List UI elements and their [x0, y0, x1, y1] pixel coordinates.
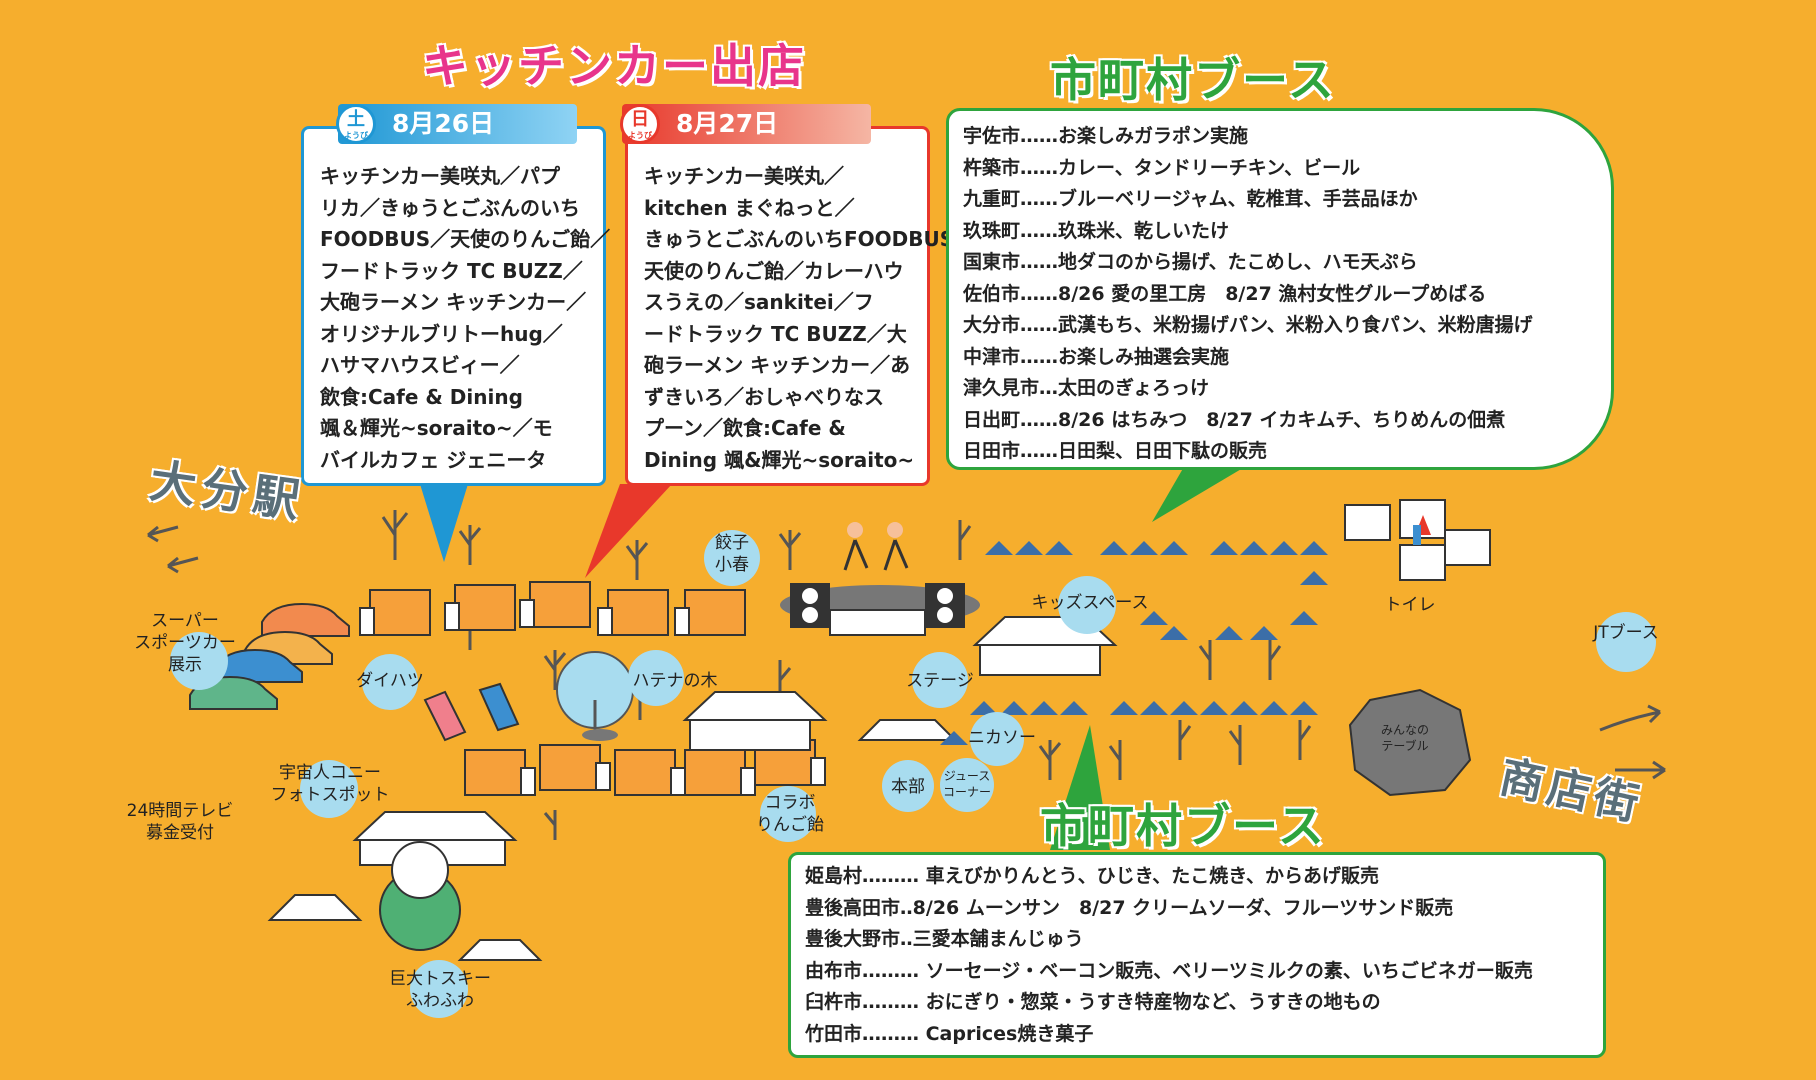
- booth-bottom-row: 姫島村……… 車えびかりんとう、ひじき、たこ焼き、からあげ販売: [805, 865, 1379, 887]
- saturday-kanji: 土: [347, 109, 365, 130]
- booths-top-list: 宇佐市……お楽しみガラポン実施 杵築市……カレー、タンドリーチキン、ビール 九重…: [963, 121, 1533, 468]
- daihatsu-bubble: [362, 654, 418, 710]
- tv24-label: 24時間テレビ 募金受付: [110, 800, 250, 844]
- hatena-label: ハテナの木: [632, 671, 718, 691]
- supercar-bubble: [170, 632, 228, 690]
- blue-tents-top: [985, 541, 1328, 640]
- tosky-text: 巨大トスキー ふわふわ: [389, 969, 491, 1011]
- jt-label: JTブース: [1593, 623, 1659, 643]
- jt-bubble: [1596, 612, 1656, 672]
- booth-bottom-row: 豊後大野市‥三愛本舗まんじゅう: [805, 928, 1084, 950]
- kids-bubble: [1058, 576, 1116, 634]
- booths-bottom-list: 姫島村……… 車えびかりんとう、ひじき、たこ焼き、からあげ販売 豊後高田市‥8/…: [805, 861, 1533, 1050]
- day1-date-text: 8月26日: [392, 109, 495, 138]
- tosky-illustration: [379, 841, 461, 951]
- booth-top-row: 国東市……地ダコのから揚げ、たこめし、ハモ天ぷら: [963, 251, 1418, 273]
- booth-bottom-row: 臼杵市……… おにぎり・惣菜・うすき特産物など、うすきの地もの: [805, 991, 1381, 1013]
- kitchen-car-day2-date: 8月27日: [622, 104, 871, 144]
- trucks-row-1: [359, 581, 746, 636]
- nikaso-bubble: [970, 712, 1024, 766]
- booth-bottom-row: 豊後高田市‥8/26 ムーンサン 8/27 クリームソーダ、フルーツサンド販売: [805, 896, 1454, 919]
- juice-label: ジュース コーナー: [935, 768, 999, 800]
- stage-bubble: [912, 652, 968, 708]
- table-illustration: [1348, 688, 1472, 797]
- saturday-yobi: ようび: [344, 131, 368, 140]
- gyoza-text: 餃子 小春: [715, 533, 749, 575]
- booths-top-heading: 市町村ブース: [1050, 53, 1336, 107]
- kitchen-car-heading: キッチンカー出店: [422, 39, 806, 93]
- day2-date-text: 8月27日: [676, 109, 779, 138]
- booth-top-row: 宇佐市……お楽しみガラポン実施: [963, 125, 1249, 147]
- honbu-bubble: [882, 760, 934, 812]
- pointer-day1: [420, 484, 468, 562]
- arrows: [147, 525, 1666, 780]
- kitchen-car-day1-list: キッチンカー美咲丸／パプ リカ／きゅうとごぶんのいち FOODBUS／天使のりん…: [320, 164, 611, 472]
- trucks-row-2: [464, 739, 826, 796]
- sunday-icon: 日 ようび: [620, 104, 660, 144]
- tosky-label: 巨大トスキー ふわふわ: [380, 968, 500, 1012]
- booth-top-row: 日出町……8/26 はちみつ 8/27 イカキムチ、ちりめんの佃煮: [963, 408, 1506, 431]
- booths-bottom-heading: 市町村ブース: [1040, 799, 1326, 853]
- gyoza-bubble: [704, 530, 760, 586]
- cars: [189, 602, 520, 742]
- pointer-booths-top: [1152, 465, 1248, 522]
- table-label: みんなの テーブル: [1360, 722, 1450, 754]
- booth-top-row: 玖珠町……玖珠米、乾しいたけ: [963, 219, 1230, 242]
- conny-label: 宇宙人コニー フォトスポット: [255, 762, 405, 806]
- nikaso-label: ニカソー: [968, 728, 1036, 748]
- booth-top-row: 中津市……お楽しみ抽選会実施: [963, 345, 1230, 368]
- supercar-text: スーパー スポーツカー 展示: [134, 611, 236, 675]
- sunday-yobi: ようび: [628, 131, 652, 140]
- kitchen-car-day2-box: キッチンカー美咲丸／ kitchen まぐねっと／ きゅうとごぶんのいちFOOD…: [625, 126, 974, 486]
- booth-top-row: 大分市……武漢もち、米粉揚げパン、米粉入り食パン、米粉唐揚げ: [963, 314, 1533, 336]
- kitchen-car-day1-box: キッチンカー美咲丸／パプ リカ／きゅうとごぶんのいち FOODBUS／天使のりん…: [301, 126, 610, 486]
- booth-top-row: 杵築市……カレー、タンドリーチキン、ビール: [963, 156, 1361, 179]
- hatena-bubble: [628, 650, 684, 706]
- stage: [780, 522, 980, 636]
- kids-label: キッズスペース: [1031, 593, 1149, 613]
- booth-top-row: 佐伯市……8/26 愛の里工房 8/27 漁村女性グループめばる: [963, 282, 1487, 305]
- blue-tents-bottom: [940, 701, 1318, 745]
- conny-bubble: [300, 760, 358, 818]
- booth-top-row: 日田市……日田梨、日田下駄の販売: [963, 440, 1268, 462]
- booth-top-row: 九重町……ブルーベリージャム、乾椎茸、手芸品ほか: [963, 188, 1418, 210]
- conny-text: 宇宙人コニー フォトスポット: [270, 763, 390, 805]
- kitchen-car-day1-date: 8月26日: [338, 104, 577, 144]
- pointer-booths-bottom: [1050, 725, 1110, 850]
- gyoza-label: 餃子 小春: [704, 532, 760, 576]
- toilet-illustration: [1344, 499, 1491, 581]
- honbu-label: 本部: [891, 777, 925, 797]
- collabo-text: コラボ りんご飴: [756, 793, 824, 835]
- daihatsu-label: ダイハツ: [356, 671, 424, 691]
- booths-bottom-box: 姫島村……… 車えびかりんとう、ひじき、たこ焼き、からあげ販売 豊後高田市‥8/…: [788, 852, 1606, 1058]
- hatena-tree: [556, 651, 634, 741]
- kitchen-car-day2-list: キッチンカー美咲丸／ kitchen まぐねっと／ きゅうとごぶんのいちFOOD…: [644, 164, 975, 472]
- tosky-bubble: [410, 960, 468, 1018]
- collabo-label: コラボ りんご飴: [750, 792, 830, 836]
- toilet-label: トイレ: [1384, 595, 1436, 615]
- booth-bottom-row: 竹田市……… Caprices焼き菓子: [805, 1022, 1094, 1045]
- pointer-day2: [585, 484, 672, 578]
- juice-bubble: [940, 758, 994, 812]
- tv24-text: 24時間テレビ 募金受付: [126, 801, 234, 843]
- booths-top-box: 宇佐市……お楽しみガラポン実施 杵築市……カレー、タンドリーチキン、ビール 九重…: [946, 108, 1614, 470]
- table-text: みんなの テーブル: [1380, 723, 1429, 753]
- stage-label: ステージ: [906, 671, 974, 691]
- saturday-icon: 土 ようび: [336, 104, 376, 144]
- supercar-label: スーパー スポーツカー 展示: [110, 610, 260, 676]
- booth-top-row: 津久見市…太田のぎょろっけ: [963, 377, 1210, 399]
- juice-text: ジュース コーナー: [942, 769, 991, 799]
- booth-bottom-row: 由布市……… ソーセージ・ベーコン販売、ベリーツミルクの素、いちごビネガー販売: [805, 959, 1533, 982]
- sunday-kanji: 日: [631, 109, 649, 130]
- collabo-bubble: [760, 786, 816, 842]
